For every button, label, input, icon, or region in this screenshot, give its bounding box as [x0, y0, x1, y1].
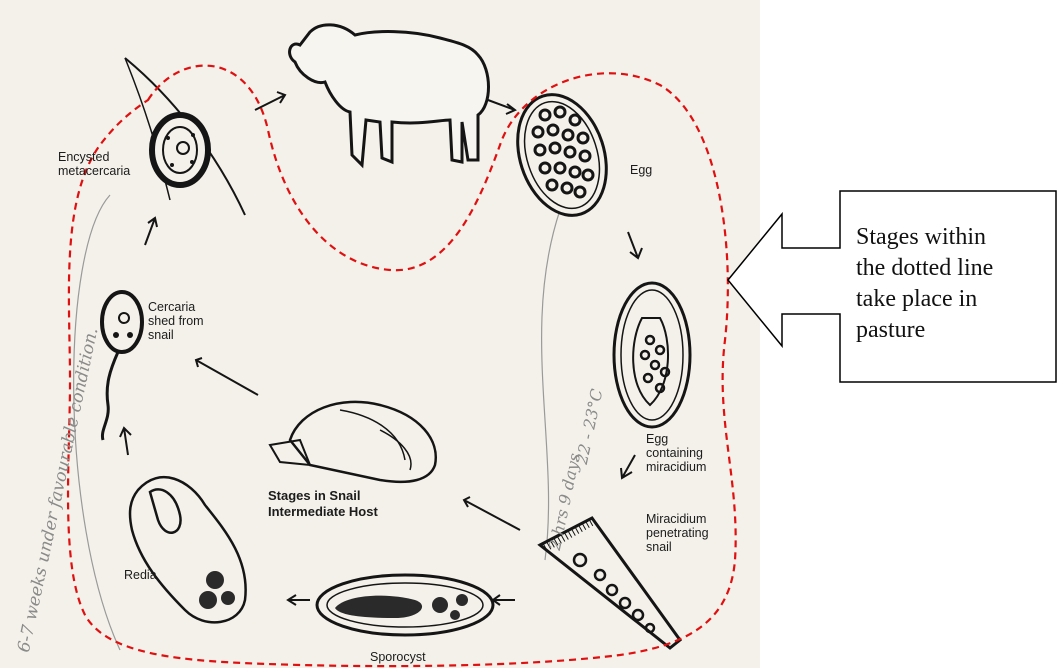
life-cycle-diagram: Encysted metacercaria Egg Cercaria shed …	[0, 0, 760, 668]
life-cycle-drawing	[0, 0, 760, 668]
arrow-miracidium-to-snail	[464, 497, 520, 530]
snail-icon	[270, 402, 436, 482]
egg-icon	[503, 83, 621, 227]
arrow-to-egg	[488, 100, 515, 114]
callout: Stages within the dotted line take place…	[722, 190, 1058, 470]
cercaria-icon	[102, 292, 142, 440]
label-encysted-metacercaria: Encysted metacercaria	[58, 150, 130, 178]
label-miracidium: Miracidium penetrating snail	[646, 512, 709, 554]
redia-icon	[130, 477, 246, 622]
sporocyst-icon	[317, 575, 493, 635]
encysted-metacercaria-icon	[125, 58, 245, 215]
arrow-to-sheep	[255, 92, 285, 110]
label-redia: Redia	[124, 568, 157, 582]
label-egg: Egg	[630, 163, 652, 177]
arrow-egg-down	[628, 232, 642, 258]
arrow-to-egg-mira	[621, 455, 635, 478]
arrow-snail-to-cercaria	[196, 358, 258, 395]
arrow-to-metacercaria	[145, 218, 157, 245]
arrow-to-redia	[288, 595, 310, 605]
label-sporocyst: Sporocyst	[370, 650, 426, 664]
egg-miracidium-icon	[614, 283, 690, 427]
label-egg-containing-miracidium: Egg containing miracidium	[646, 432, 706, 474]
callout-text: Stages within the dotted line take place…	[856, 222, 1046, 346]
label-cercaria: Cercaria shed from snail	[148, 300, 204, 342]
arrow-to-sporocyst	[493, 595, 515, 605]
arrow-to-cercaria	[120, 428, 131, 455]
label-snail-host: Stages in Snail Intermediate Host	[268, 488, 378, 520]
sheep-icon	[290, 25, 489, 165]
